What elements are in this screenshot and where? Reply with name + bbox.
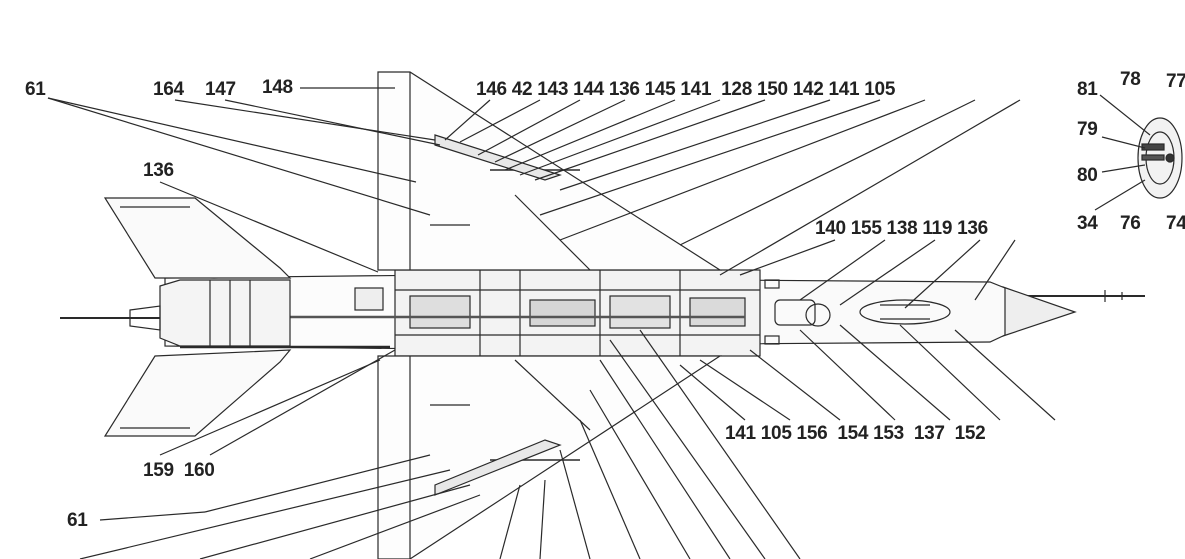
inset-label-77: 77 — [1166, 71, 1185, 92]
callout-top-row-right: 146 42 143 144 136 145 141 128 150 142 1… — [476, 79, 896, 100]
stabilizer-lower — [103, 349, 292, 437]
inset-label-80: 80 — [1077, 165, 1098, 186]
wing-lower — [377, 355, 723, 559]
canopy — [859, 299, 951, 325]
inset-label-76: 76 — [1120, 213, 1141, 234]
nose-cone — [1002, 286, 1077, 337]
inset-label-74: 74 — [1166, 213, 1185, 234]
inset-label-81: 81 — [1077, 79, 1098, 100]
inset-detail — [1137, 117, 1183, 199]
inset-label-79: 79 — [1077, 119, 1098, 140]
callout-bottom-left-61: 61 — [67, 510, 88, 531]
forward-fuselage — [719, 279, 1006, 345]
callout-tail-136: 136 — [143, 160, 174, 181]
inset-label-78: 78 — [1120, 69, 1141, 90]
callout-bottom-159-160: 159 160 — [143, 460, 215, 481]
callout-top-164: 164 — [153, 79, 184, 100]
callout-top-left-61: 61 — [25, 79, 46, 100]
callout-top-148: 148 — [262, 77, 293, 98]
tail-cone — [159, 279, 291, 347]
inset-label-34: 34 — [1077, 213, 1098, 234]
callout-bottom-row: 141 105 156 154 153 137 152 — [725, 423, 986, 444]
callout-top-147: 147 — [205, 79, 236, 100]
callout-mid-row: 140 155 138 119 136 — [815, 218, 988, 239]
stabilizer-upper — [103, 197, 292, 279]
